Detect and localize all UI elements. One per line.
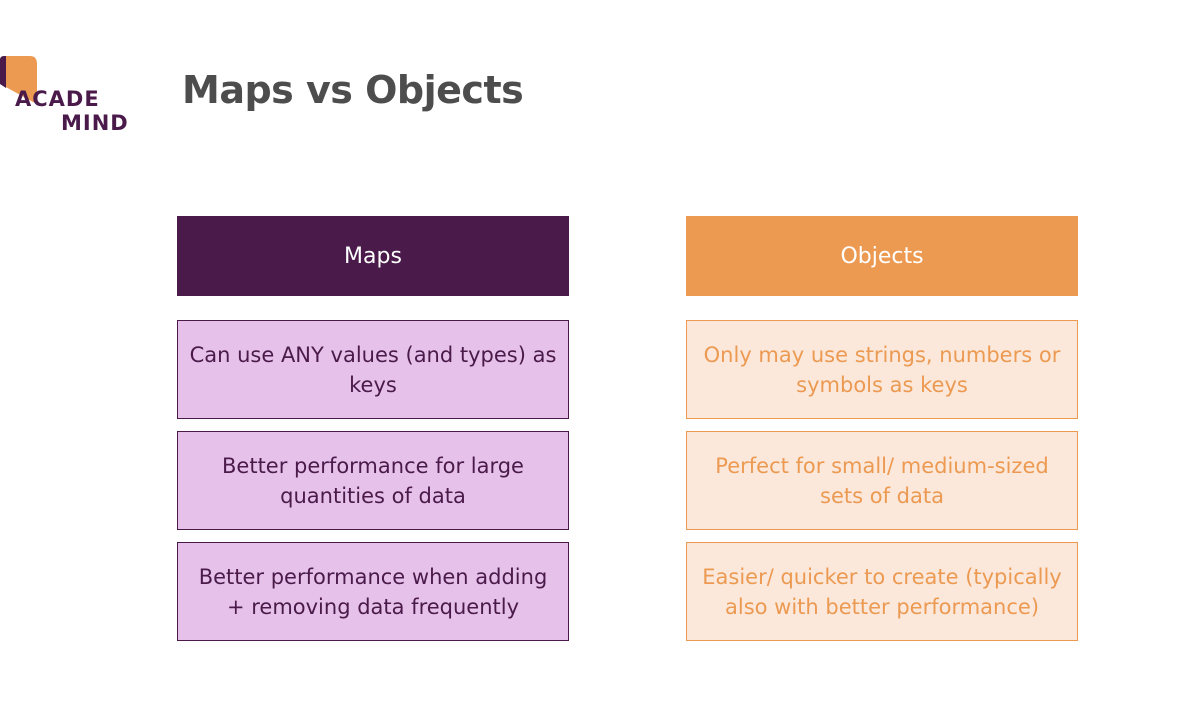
maps-item: Better performance for large quantities … xyxy=(177,431,569,530)
academind-logo: ACADE MIND xyxy=(0,54,135,136)
objects-header: Objects xyxy=(686,216,1078,296)
logo-text-line1: ACADE xyxy=(15,87,100,111)
maps-header: Maps xyxy=(177,216,569,296)
page-title: Maps vs Objects xyxy=(182,68,524,112)
objects-item: Perfect for small/ medium-sized sets of … xyxy=(686,431,1078,530)
maps-item: Better performance when adding + removin… xyxy=(177,542,569,641)
maps-item: Can use ANY values (and types) as keys xyxy=(177,320,569,419)
maps-column: Maps Can use ANY values (and types) as k… xyxy=(177,216,569,641)
book-icon xyxy=(0,56,37,103)
objects-column: Objects Only may use strings, numbers or… xyxy=(686,216,1078,641)
logo-text-line2: MIND xyxy=(61,111,129,135)
objects-item: Easier/ quicker to create (typically als… xyxy=(686,542,1078,641)
objects-item: Only may use strings, numbers or symbols… xyxy=(686,320,1078,419)
